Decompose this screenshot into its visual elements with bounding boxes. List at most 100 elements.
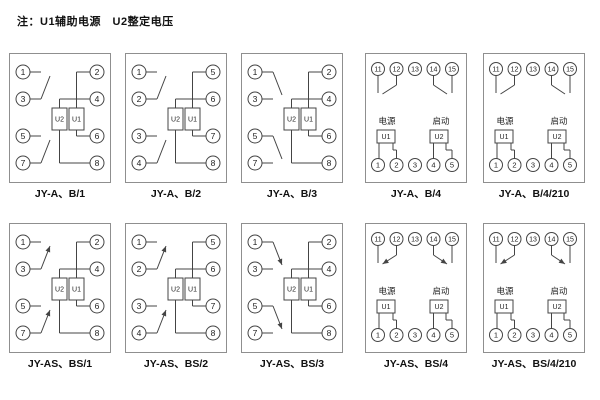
terminal-number: 5 — [21, 301, 26, 311]
unit-label: U1 — [500, 134, 509, 141]
terminal-number: 7 — [253, 328, 258, 338]
terminal-circle — [247, 64, 263, 80]
terminal-circle — [371, 158, 385, 172]
diagram-label: JY-AS、BS/4/210 — [491, 358, 577, 370]
diagram-label: JY-AS、BS/2 — [143, 358, 209, 370]
terminal-circle — [389, 232, 404, 246]
contact-blade — [40, 75, 51, 100]
terminal-number: 11 — [492, 67, 499, 74]
terminal-circle — [247, 325, 263, 341]
terminal-number: 12 — [393, 67, 401, 74]
unit-label: U1 — [72, 117, 81, 124]
terminal-number: 3 — [21, 94, 26, 104]
diagram-label: JY-AS、BS/4 — [383, 358, 449, 370]
unit-label: U1 — [188, 117, 197, 124]
start-label: 启动 — [550, 286, 568, 296]
contact-blade — [551, 84, 566, 95]
terminal-circle — [489, 232, 503, 246]
terminal-circle — [321, 261, 337, 277]
diagram-label: JY-AS、BS/1 — [27, 358, 93, 370]
power-label: 电源 — [378, 116, 396, 126]
diagram-label: JY-A、B/1 — [34, 188, 86, 200]
unit-label: U1 — [382, 134, 391, 141]
terminal-number: 1 — [21, 67, 26, 77]
unit-box — [547, 129, 567, 144]
terminal-circle — [544, 62, 559, 76]
unit-box — [167, 277, 184, 301]
terminal-circle — [131, 64, 147, 80]
terminal-number: 5 — [21, 131, 26, 141]
unit-box — [283, 277, 300, 301]
terminal-circle — [389, 158, 404, 172]
unit-label: U2 — [55, 117, 64, 124]
terminal-circle — [489, 62, 503, 76]
terminal-number: 12 — [393, 237, 401, 244]
terminal-number: 5 — [568, 331, 572, 340]
terminal-number: 3 — [531, 161, 535, 170]
start-label: 启动 — [432, 286, 450, 296]
terminal-number: 4 — [137, 158, 142, 168]
terminal-circle — [408, 62, 422, 76]
terminal-number: 5 — [211, 67, 216, 77]
terminal-number: 13 — [411, 237, 419, 244]
terminal-circle — [15, 234, 31, 250]
terminal-circle — [544, 232, 559, 246]
terminal-number: 1 — [253, 237, 258, 247]
contact-arrow — [558, 258, 565, 264]
terminal-number: 3 — [253, 94, 258, 104]
unit-box — [376, 299, 396, 314]
terminal-number: 3 — [253, 264, 258, 274]
contact-arrow — [382, 258, 389, 264]
start-label: 启动 — [432, 116, 450, 126]
power-label: 电源 — [496, 116, 514, 126]
terminal-number: 8 — [327, 328, 332, 338]
terminal-circle — [205, 234, 221, 250]
unit-label: U1 — [188, 287, 197, 294]
contact-arrow — [277, 258, 283, 265]
terminal-circle — [15, 155, 31, 171]
terminal-circle — [205, 91, 221, 107]
terminal-number: 2 — [327, 237, 332, 247]
terminal-circle — [563, 328, 577, 342]
terminal-number: 2 — [512, 331, 516, 340]
unit-box — [376, 129, 396, 144]
terminal-circle — [247, 128, 263, 144]
unit-label: U1 — [500, 304, 509, 311]
terminal-circle — [408, 232, 422, 246]
contact-arrow — [45, 310, 51, 317]
unit-box — [494, 299, 514, 314]
terminal-circle — [89, 298, 105, 314]
terminal-circle — [89, 325, 105, 341]
unit-box — [283, 107, 300, 131]
terminal-number: 3 — [413, 161, 417, 170]
terminal-circle — [526, 232, 540, 246]
terminal-circle — [507, 62, 522, 76]
unit-box — [300, 277, 317, 301]
terminal-circle — [205, 298, 221, 314]
terminal-number: 13 — [529, 237, 537, 244]
terminal-number: 1 — [376, 161, 380, 170]
terminal-circle — [445, 232, 459, 246]
terminal-number: 1 — [137, 237, 142, 247]
terminal-circle — [371, 62, 385, 76]
terminal-number: 8 — [211, 158, 216, 168]
terminal-circle — [389, 62, 404, 76]
terminal-number: 15 — [448, 67, 456, 74]
contact-blade — [272, 135, 283, 160]
terminal-number: 11 — [374, 67, 381, 74]
